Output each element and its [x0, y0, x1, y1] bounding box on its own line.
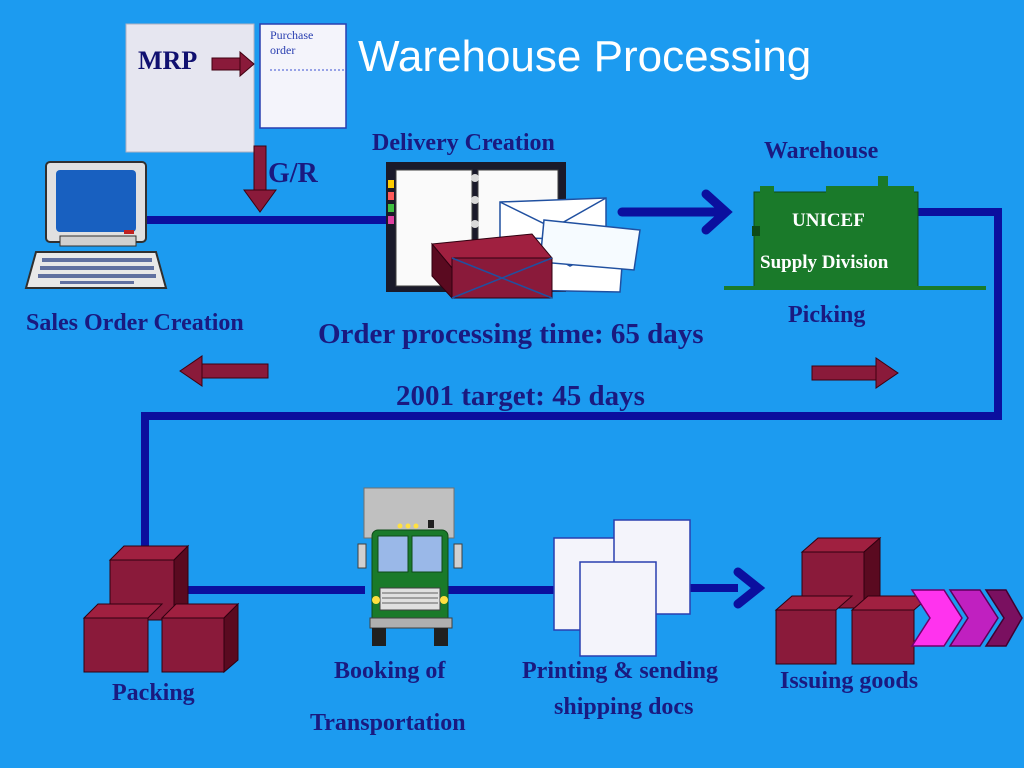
- delivery-creation-label: Delivery Creation: [372, 130, 555, 156]
- shipping-docs-icon: [553, 519, 691, 657]
- right-arrow-icon: [811, 357, 899, 389]
- left-arrow-icon: [179, 355, 269, 387]
- issuing-goods-label: Issuing goods: [780, 668, 919, 694]
- truck-icon: [357, 487, 463, 646]
- picking-label: Picking: [788, 302, 866, 328]
- processing-time-text: Order processing time: 65 days: [318, 318, 704, 350]
- packing-label: Packing: [112, 680, 195, 706]
- chevron-arrows-icon: [910, 589, 1023, 647]
- warehouse-building-icon: [724, 176, 986, 290]
- warehouse-sign-unicef: UNICEF: [792, 210, 865, 231]
- issuing-goods-boxes-icon: [774, 536, 932, 665]
- mrp-arrow: [211, 50, 255, 78]
- warehouse-sign-division: Supply Division: [760, 252, 889, 273]
- booking-label-line1: Booking of: [334, 658, 446, 684]
- computer-icon: [24, 161, 168, 289]
- page-title: Warehouse Processing: [358, 32, 812, 81]
- packing-boxes-icon: [82, 544, 240, 674]
- booking-label-line2: Transportation: [310, 710, 466, 736]
- purchase-order-label: Purchase order: [270, 28, 314, 57]
- gr-label: G/R: [268, 158, 318, 189]
- mrp-document: [125, 23, 255, 153]
- target-text: 2001 target: 45 days: [396, 380, 645, 412]
- flow-arrowhead-right: [617, 189, 733, 235]
- mrp-label: MRP: [138, 46, 198, 75]
- parcel-icon: [431, 233, 553, 300]
- gr-down-arrow: [243, 145, 277, 213]
- purchase-order-document: [259, 23, 347, 129]
- flow-arrowhead-bottom: [733, 567, 766, 609]
- warehouse-label: Warehouse: [764, 138, 879, 164]
- printing-label-line2: shipping docs: [554, 694, 694, 720]
- printing-label-line1: Printing & sending: [522, 658, 719, 684]
- sales-order-creation-label: Sales Order Creation: [26, 310, 244, 336]
